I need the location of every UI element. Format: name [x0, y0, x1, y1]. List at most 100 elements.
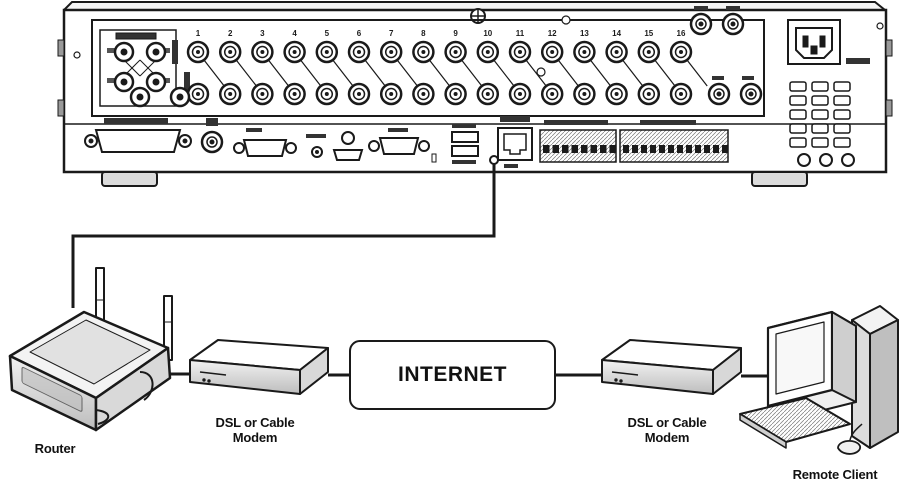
channel-number-5: 5	[325, 29, 330, 38]
bnc-loop-6	[347, 82, 371, 106]
terminal-pin	[713, 145, 719, 153]
bnc-loop-row	[186, 82, 693, 106]
bnc-input-10	[476, 40, 500, 64]
cooling-vents	[789, 81, 855, 167]
network-cables	[71, 160, 770, 378]
channel-number-15: 15	[644, 29, 653, 38]
bnc-input-3	[251, 40, 274, 64]
vent-slot	[789, 81, 807, 92]
bnc-loop-5	[315, 82, 339, 106]
channel-number-7: 7	[389, 29, 394, 38]
channel-number-3: 3	[260, 29, 265, 38]
channel-number-1: 1	[196, 29, 201, 38]
bnc-input-16	[669, 40, 693, 64]
loop-link-10	[493, 59, 515, 87]
terminal-pin	[695, 145, 701, 153]
vent-slot	[811, 137, 829, 148]
channel-number-10: 10	[483, 29, 492, 38]
loop-link-3	[267, 59, 290, 87]
terminal-block-pins	[543, 145, 728, 153]
vent-slot	[833, 95, 851, 106]
loop-link-14	[622, 59, 644, 87]
cable-plug	[489, 155, 499, 165]
loop-link-16	[686, 59, 708, 87]
channel-number-2: 2	[228, 29, 233, 38]
loop-link-12	[557, 59, 579, 87]
vent-slot	[789, 95, 807, 106]
router-icon	[8, 267, 173, 432]
loop-link-5	[332, 59, 354, 87]
terminal-pin	[581, 145, 588, 153]
bnc-loop-links	[203, 59, 708, 87]
channel-number-14: 14	[612, 29, 621, 38]
bnc-input-8	[412, 40, 435, 64]
router-label: Router	[34, 441, 76, 456]
modem-left-label-line1: DSL or Cable	[215, 415, 295, 430]
loop-link-13	[589, 59, 612, 87]
bnc-loop-11	[508, 82, 532, 106]
bnc-input-15	[637, 40, 661, 64]
bnc-loop-9	[444, 82, 467, 106]
bnc-input-1	[186, 40, 210, 64]
spot-output-connectors	[536, 6, 763, 106]
modem-right-label: DSL or Cable Modem	[602, 415, 732, 445]
channel-number-8: 8	[421, 29, 426, 38]
terminal-pin	[704, 145, 710, 153]
bnc-loop-1	[186, 82, 210, 106]
channel-number-4: 4	[292, 29, 297, 38]
terminal-pin	[543, 145, 550, 153]
terminal-pin	[659, 145, 665, 153]
bnc-input-14	[605, 40, 628, 64]
modem-right-label-line1: DSL or Cable	[627, 415, 707, 430]
loop-link-2	[235, 59, 257, 87]
ground-terminal	[841, 153, 855, 167]
bnc-input-13	[573, 40, 596, 64]
bnc-loop-14	[605, 82, 628, 106]
ground-terminal	[797, 153, 811, 167]
bnc-input-11	[508, 40, 532, 64]
terminal-pin	[552, 145, 559, 153]
bnc-input-row	[186, 40, 693, 64]
vent-slot	[789, 109, 807, 120]
channel-number-13: 13	[580, 29, 589, 38]
terminal-pin	[600, 145, 607, 153]
channel-number-11: 11	[516, 29, 525, 38]
bnc-input-6	[347, 40, 371, 64]
vent-slot	[811, 81, 829, 92]
desktop-computer-icon	[739, 305, 899, 455]
bnc-loop-7	[379, 82, 403, 106]
terminal-pin	[722, 145, 728, 153]
vent-slot	[811, 109, 829, 120]
internet-label: INTERNET	[398, 363, 507, 386]
loop-link-15	[654, 59, 676, 87]
modem-left-icon	[189, 339, 329, 395]
terminal-pin	[562, 145, 569, 153]
vent-slot	[789, 137, 807, 148]
loop-link-7	[396, 59, 418, 87]
vent-slot	[811, 123, 829, 134]
terminal-pin	[623, 145, 629, 153]
bnc-loop-8	[412, 82, 435, 106]
bnc-loop-13	[573, 82, 596, 106]
channel-number-12: 12	[548, 29, 557, 38]
terminal-pin	[650, 145, 656, 153]
bnc-loop-16	[669, 82, 693, 106]
terminal-pin	[609, 145, 616, 153]
loop-link-4	[300, 59, 322, 87]
bnc-input-2	[218, 40, 242, 64]
loop-link-11	[525, 59, 547, 87]
terminal-pin	[590, 145, 597, 153]
loop-link-6	[364, 59, 386, 87]
bnc-input-12	[540, 40, 564, 64]
bnc-loop-12	[540, 82, 564, 106]
modem-right-label-line2: Modem	[644, 430, 690, 445]
bnc-loop-10	[476, 82, 500, 106]
vent-slot	[833, 137, 851, 148]
terminal-pin	[571, 145, 578, 153]
loop-link-8	[428, 59, 451, 87]
bnc-input-4	[283, 40, 306, 64]
bnc-input-7	[379, 40, 403, 64]
channel-number-16: 16	[677, 29, 686, 38]
modem-right-icon	[601, 339, 742, 395]
terminal-pin	[677, 145, 683, 153]
